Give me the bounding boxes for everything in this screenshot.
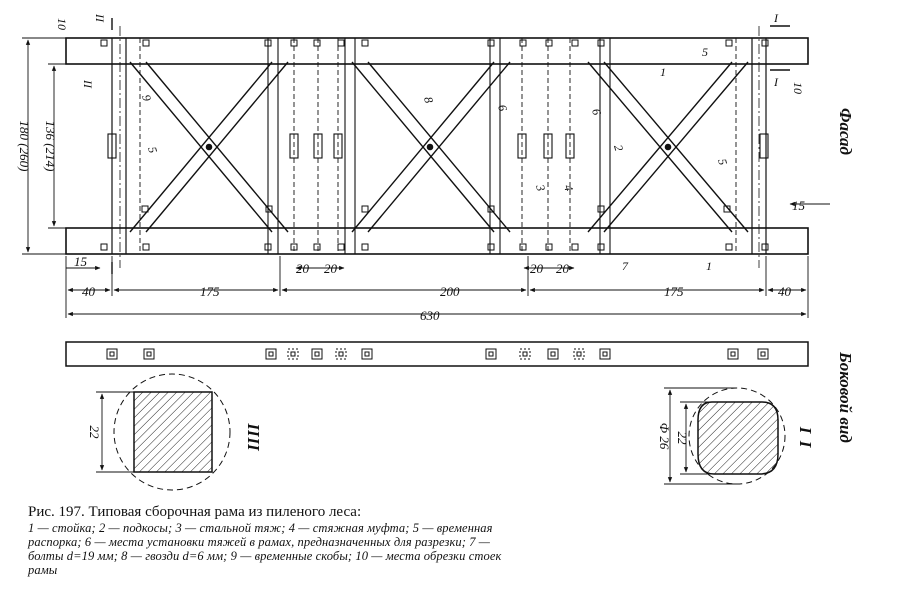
offset-right-dim: 15 <box>792 198 806 213</box>
side-beam <box>65 341 809 367</box>
front-view-labels: 180 (260) 136 (214) 15 15 20 20 20 20 40… <box>17 11 855 323</box>
inner-height-dim: 136 (214) <box>43 121 58 172</box>
callout-6-b: 6 <box>589 107 604 116</box>
end-right-dim: 40 <box>778 284 792 299</box>
callout-3: 3 <box>533 182 548 192</box>
gap-a-dim: 20 <box>296 261 310 276</box>
callout-5-top: 5 <box>702 45 708 59</box>
section-ii-size-dim: 22 <box>87 426 102 440</box>
end-left-dim: 40 <box>82 284 96 299</box>
callout-5-left: 5 <box>145 145 160 154</box>
section-i-label-b: I <box>796 440 815 449</box>
span-left-dim: 175 <box>200 284 220 299</box>
callout-7: 7 <box>622 259 629 273</box>
callout-6-a: 6 <box>495 103 510 112</box>
frame-drawing: 180 (260) 136 (214) 15 15 20 20 20 20 40… <box>17 11 855 491</box>
callout-4: 4 <box>561 183 576 192</box>
view-label-side: Боковой вид <box>836 351 855 443</box>
overall-height-dim: 180 (260) <box>17 121 32 172</box>
gap-d-dim: 20 <box>556 261 570 276</box>
section-ii <box>96 373 231 491</box>
offset-left-dim: 15 <box>74 254 88 269</box>
section-i-size-dim: 22 <box>675 432 690 446</box>
caption-title: Рис. 197. Типовая сборочная рама из пиле… <box>28 504 362 520</box>
span-right-dim: 175 <box>664 284 684 299</box>
gap-b-dim: 20 <box>324 261 338 276</box>
section-ii-label: II <box>244 422 263 438</box>
figure-caption: Рис. 197. Типовая сборочная рама из пиле… <box>28 503 528 577</box>
top-beam <box>65 37 809 65</box>
section-i <box>664 387 786 485</box>
front-view <box>22 18 830 318</box>
section-i-diameter-dim: Ф 26 <box>657 423 672 450</box>
bolt-marks <box>100 39 769 251</box>
callout-1-bottom: 1 <box>706 259 712 273</box>
section-mark-ii-mid: II <box>81 79 95 89</box>
callout-2: 2 <box>611 143 626 152</box>
callout-9: 9 <box>139 93 154 102</box>
caption-legend: 1 — стойка; 2 — подкосы; 3 — стальной тя… <box>28 521 502 577</box>
callout-1-top: 1 <box>660 65 666 79</box>
callout-5-right: 5 <box>715 157 730 166</box>
section-ii-label-b: II <box>244 436 263 452</box>
section-mark-i-mid: I <box>773 75 779 89</box>
total-length-dim: 630 <box>420 308 440 323</box>
section-mark-ii-top: II <box>93 13 107 23</box>
callout-10-left: 10 <box>55 18 69 30</box>
bottom-beam <box>65 227 809 255</box>
section-mark-i-top: I <box>773 11 779 25</box>
section-i-label: I <box>796 426 815 435</box>
callout-10-right: 10 <box>791 82 805 94</box>
view-label-front: Фасад <box>836 108 855 156</box>
side-view <box>65 341 809 367</box>
callout-8: 8 <box>421 95 436 104</box>
span-middle-dim: 200 <box>440 284 460 299</box>
gap-c-dim: 20 <box>530 261 544 276</box>
